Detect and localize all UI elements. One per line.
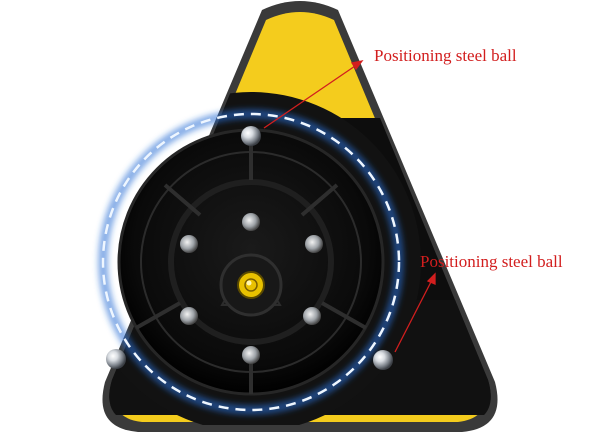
screw — [242, 346, 260, 364]
screw — [242, 213, 260, 231]
screw — [305, 235, 323, 253]
screw — [180, 235, 198, 253]
bubble-level — [237, 271, 265, 299]
dashed-rotation-ring — [101, 112, 401, 412]
callout-arrow-top — [263, 63, 359, 129]
callout-arrows — [263, 60, 436, 353]
callout-label-right: Positioning steel ball — [420, 252, 563, 271]
callout-label-top: Positioning steel ball — [374, 46, 517, 65]
screw — [180, 307, 198, 325]
screw — [303, 307, 321, 325]
screw-ring — [180, 213, 323, 364]
callout-arrow-right — [394, 277, 434, 353]
steel-ball-right — [373, 350, 393, 370]
steel-ball-left — [106, 349, 126, 369]
steel-ball-top — [241, 126, 261, 146]
